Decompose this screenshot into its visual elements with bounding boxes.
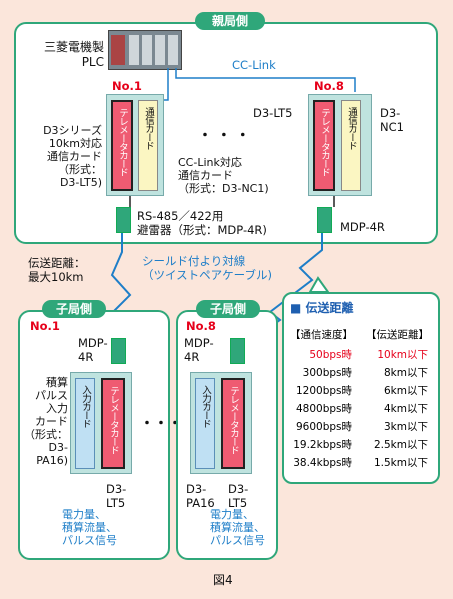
child-left-header: 子局側 <box>42 300 106 318</box>
d3-nc1-label: D3- NC1 <box>380 106 404 134</box>
transmission-distance-table <box>282 292 440 484</box>
parent-no1-arrester <box>116 207 131 233</box>
parent-no1-comm-card: 通信カード <box>138 100 158 191</box>
dist-row-distance: 4km以下 <box>384 403 428 415</box>
parent-no8-telemeter-card: テレメータカード <box>313 100 335 191</box>
child-right-d3pa16: D3- PA16 <box>186 482 215 510</box>
child-left-no: No.1 <box>30 319 60 333</box>
dist-row-speed: 1200bps時 <box>295 385 352 397</box>
dist-row-speed: 300bps時 <box>302 367 352 379</box>
dist-row-distance: 2.5km以下 <box>373 439 428 451</box>
parent-mdp-label: MDP-4R <box>340 220 385 234</box>
child-left-telemeter-card: テレメータカード <box>101 378 125 469</box>
parent-no1-telemeter-card: テレメータカード <box>111 100 133 191</box>
child-left-arrester <box>111 338 126 364</box>
dist-row-distance: 3km以下 <box>384 421 428 433</box>
parent-no1-label: No.1 <box>112 79 142 93</box>
child-right-signals: 電力量、 積算流量、 パルス信号 <box>210 508 265 547</box>
parent-station-header: 親局側 <box>195 12 265 30</box>
distance-label: 伝送距離： 最大10km <box>28 256 86 284</box>
dist-row-speed: 4800bps時 <box>295 403 352 415</box>
child-left-mdp-label: MDP- 4R <box>78 336 108 364</box>
child-right-input-card: 入力カード <box>195 378 215 469</box>
child-left-signals: 電力量、 積算流量、 パルス信号 <box>62 508 117 547</box>
dist-row-speed: 19.2kbps時 <box>293 439 352 451</box>
d3-series-desc: D3シリーズ 10km対応 通信カード （形式： D3-LT5) <box>43 124 102 189</box>
child-dots: ・・・ <box>140 416 182 432</box>
dist-head-speed: 【通信速度】 <box>290 329 353 341</box>
child-left-desc: 積算 パルス 入力 カード （形式： D3- PA16) <box>24 376 68 467</box>
plc-label: 三菱電機製 PLC <box>43 40 104 69</box>
parent-no8-arrester <box>317 207 332 233</box>
cable-label: シールド付より対線 （ツイストペアケーブル) <box>142 254 272 282</box>
child-left-d3lt5: D3- LT5 <box>106 482 127 510</box>
dist-row-distance: 10km以下 <box>377 349 428 361</box>
dist-row-speed: 50bps時 <box>309 349 352 361</box>
child-right-mdp-label: MDP- 4R <box>184 336 214 364</box>
parent-dots: ・ ・ ・ <box>198 128 250 144</box>
child-right-d3lt5: D3- LT5 <box>228 482 249 510</box>
cc-link-label: CC-Link <box>232 58 276 72</box>
child-left-input-card: 入力カード <box>75 378 95 469</box>
dist-row-distance: 8km以下 <box>384 367 428 379</box>
parent-no8-comm-card: 通信カード <box>341 100 361 191</box>
parent-no8-label: No.8 <box>314 79 344 93</box>
plc-unit <box>108 30 182 70</box>
cclink-card-desc: CC-Link対応 通信カード （形式：D3-NC1) <box>178 156 269 195</box>
arrester-desc: RS-485／422用 避雷器（形式：MDP-4R) <box>137 209 267 237</box>
dist-row-distance: 6km以下 <box>384 385 428 397</box>
dist-row-speed: 9600bps時 <box>295 421 352 433</box>
child-right-telemeter-card: テレメータカード <box>221 378 245 469</box>
dist-head-distance: 【伝送距離】 <box>366 329 429 341</box>
dist-row-distance: 1.5km以下 <box>373 457 428 469</box>
child-right-header: 子局側 <box>196 300 260 318</box>
dist-row-speed: 38.4kbps時 <box>293 457 352 469</box>
child-right-no: No.8 <box>186 319 216 333</box>
parent-d3lt5-label: D3-LT5 <box>253 106 293 120</box>
child-left-panel <box>18 310 170 560</box>
child-right-arrester <box>230 338 245 364</box>
dist-table-title: ■ 伝送距離 <box>290 301 354 315</box>
figure-caption: 図4 <box>213 573 233 587</box>
